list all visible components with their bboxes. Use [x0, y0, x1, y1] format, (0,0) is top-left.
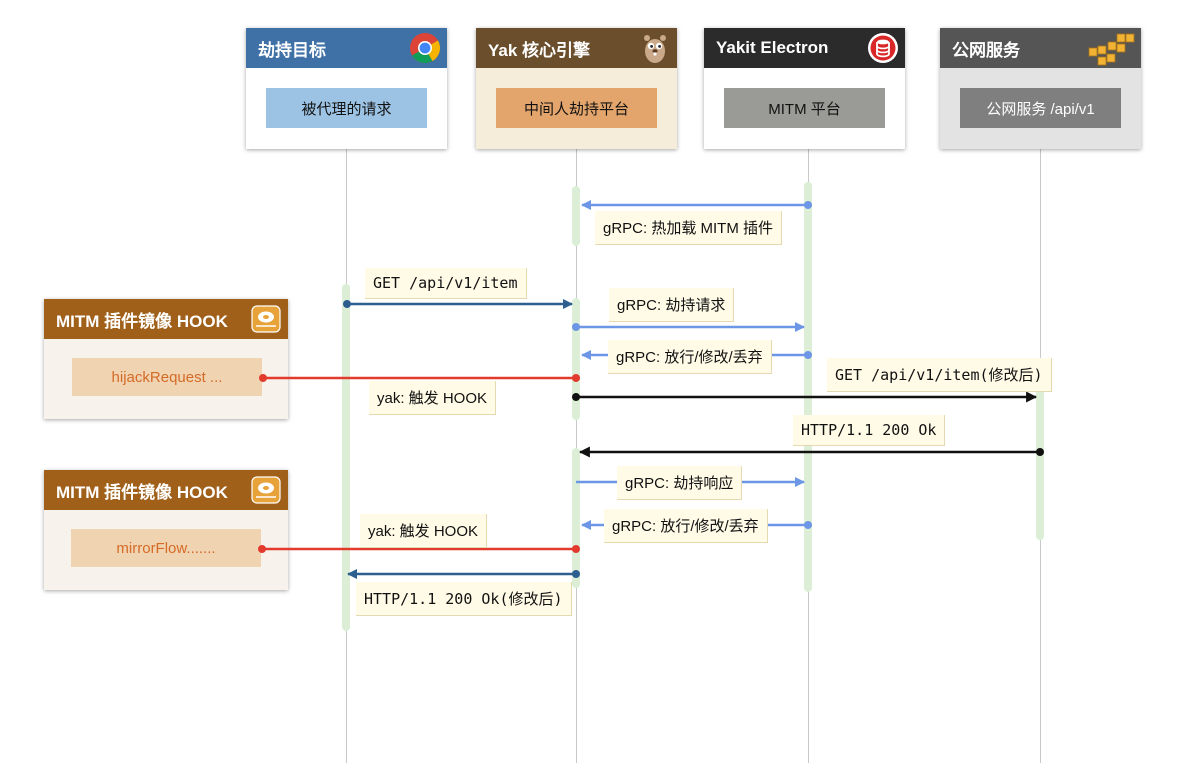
- participant-subtitle: 中间人劫持平台: [496, 88, 657, 128]
- aws-cubes-icon: [1087, 32, 1135, 66]
- disk-icon: [250, 303, 282, 335]
- participant-title: Yakit Electron: [716, 38, 829, 57]
- message-arrow-m3: [572, 322, 805, 332]
- activation-public: [1036, 388, 1044, 540]
- message-arrow-m10: [258, 545, 580, 553]
- activation-target: [342, 284, 350, 631]
- participant-target: 劫持目标 被代理的请求: [246, 28, 447, 149]
- participant-subtitle: 公网服务 /api/v1: [960, 88, 1121, 128]
- gopher-icon: [639, 32, 671, 64]
- message-label-m5: yak: 触发 HOOK: [369, 381, 497, 415]
- hook-title: MITM 插件镜像 HOOK: [56, 311, 228, 331]
- hook-title: MITM 插件镜像 HOOK: [56, 482, 228, 502]
- message-label-m4: gRPC: 放行/修改/丢弃: [608, 340, 772, 374]
- hook-box-1: MITM 插件镜像 HOOK hijackRequest ...: [44, 299, 288, 419]
- participant-title: 劫持目标: [258, 40, 326, 60]
- participant-title: Yak 核心引擎: [488, 40, 591, 60]
- database-icon: [867, 32, 899, 64]
- activation-yak-3: [572, 448, 580, 588]
- activation-electron: [804, 182, 812, 592]
- message-label-m3: gRPC: 劫持请求: [609, 288, 735, 322]
- message-arrow-m5: [259, 374, 580, 382]
- message-arrow-m2: [343, 299, 573, 309]
- message-label-m11: HTTP/1.1 200 Ok(修改后): [356, 582, 572, 616]
- activation-yak-2: [572, 298, 580, 420]
- hook-box-2: MITM 插件镜像 HOOK mirrorFlow.......: [44, 470, 288, 590]
- participant-title: 公网服务: [952, 40, 1020, 60]
- message-label-m9: gRPC: 放行/修改/丢弃: [604, 509, 768, 543]
- message-label-m2: GET /api/v1/item: [365, 268, 527, 299]
- message-label-m7: HTTP/1.1 200 Ok: [793, 415, 946, 446]
- message-arrow-m11: [347, 569, 580, 579]
- participant-header: Yakit Electron: [704, 28, 905, 68]
- participant-electron: Yakit Electron MITM 平台: [704, 28, 905, 149]
- message-arrow-m1: [581, 200, 812, 210]
- message-label-m6: GET /api/v1/item(修改后): [827, 358, 1052, 392]
- participant-header: 公网服务: [940, 28, 1141, 68]
- participant-public: 公网服务 公网服务 /api/v1: [940, 28, 1141, 149]
- activation-yak-1: [572, 186, 580, 246]
- disk-icon: [250, 474, 282, 506]
- participant-subtitle: 被代理的请求: [266, 88, 427, 128]
- hook-function: hijackRequest ...: [72, 358, 262, 396]
- message-label-m10: yak: 触发 HOOK: [360, 514, 488, 548]
- message-label-m8: gRPC: 劫持响应: [617, 466, 743, 500]
- chrome-icon: [409, 32, 441, 64]
- message-arrow-m6: [572, 391, 1038, 403]
- message-label-m1: gRPC: 热加载 MITM 插件: [595, 211, 783, 245]
- hook-function: mirrorFlow.......: [71, 529, 261, 567]
- participant-header: Yak 核心引擎: [476, 28, 677, 68]
- message-arrow-m7: [578, 446, 1044, 458]
- hook-header: MITM 插件镜像 HOOK: [44, 470, 288, 510]
- participant-header: 劫持目标: [246, 28, 447, 68]
- hook-header: MITM 插件镜像 HOOK: [44, 299, 288, 339]
- participant-subtitle: MITM 平台: [724, 88, 885, 128]
- participant-yak: Yak 核心引擎 中间人劫持平台: [476, 28, 677, 149]
